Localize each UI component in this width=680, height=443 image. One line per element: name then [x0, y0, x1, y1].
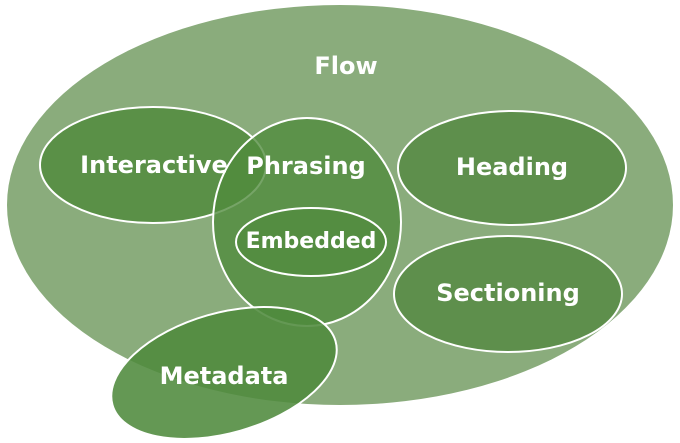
embedded-label: Embedded [246, 229, 377, 254]
sectioning-ellipse [393, 235, 623, 353]
heading-label: Heading [456, 153, 568, 181]
flow-label: Flow [314, 52, 377, 80]
heading-ellipse [397, 110, 627, 226]
metadata-label: Metadata [160, 362, 289, 390]
interactive-label: Interactive [80, 151, 228, 179]
sectioning-label: Sectioning [436, 279, 580, 307]
phrasing-label: Phrasing [246, 152, 365, 180]
metadata-ellipse [110, 306, 338, 440]
embedded-ellipse [235, 207, 387, 277]
